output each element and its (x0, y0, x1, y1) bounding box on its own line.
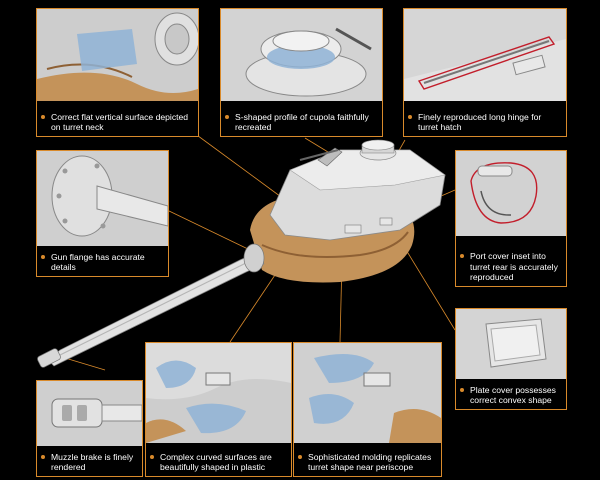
callout-gun-flange: Gun flange has accurate details (36, 150, 169, 277)
caption-cupola: S-shaped profile of cupola faithfully re… (235, 111, 369, 133)
cupola-detail-image (221, 9, 382, 101)
caption-muzzle-brake: Muzzle brake is finely rendered (51, 451, 134, 473)
hinge-detail-image (404, 9, 566, 101)
callout-hinge: Finely reproduced long hinge for turret … (403, 8, 567, 137)
caption-curved-surfaces: Complex curved surfaces are beautifully … (160, 451, 272, 473)
caption-turret-neck: Correct flat vertical surface depicted o… (51, 111, 189, 133)
caption-plate-cover: Plate cover possesses correct convex sha… (470, 384, 556, 406)
plate-cover-detail-image (456, 309, 566, 379)
curved-surfaces-detail-image (146, 343, 291, 443)
callout-curved-surfaces: Complex curved surfaces are beautifully … (145, 342, 292, 477)
periscope-molding-detail-image (294, 343, 441, 443)
caption-hinge: Finely reproduced long hinge for turret … (418, 111, 542, 133)
gun-flange-detail-image (37, 151, 168, 246)
callout-muzzle-brake: Muzzle brake is finely rendered (36, 380, 143, 477)
caption-gun-flange: Gun flange has accurate details (51, 251, 145, 273)
callout-port-cover: Port cover inset into turret rear is acc… (455, 150, 567, 287)
callout-turret-neck: Correct flat vertical surface depicted o… (36, 8, 199, 137)
caption-port-cover: Port cover inset into turret rear is acc… (470, 251, 558, 283)
port-cover-detail-image (456, 151, 566, 236)
callout-cupola: S-shaped profile of cupola faithfully re… (220, 8, 383, 137)
callout-periscope-molding: Sophisticated molding replicates turret … (293, 342, 442, 477)
muzzle-brake-detail-image (37, 381, 142, 446)
turret-neck-detail-image (37, 9, 198, 101)
caption-periscope-molding: Sophisticated molding replicates turret … (308, 451, 432, 473)
callout-plate-cover: Plate cover possesses correct convex sha… (455, 308, 567, 410)
